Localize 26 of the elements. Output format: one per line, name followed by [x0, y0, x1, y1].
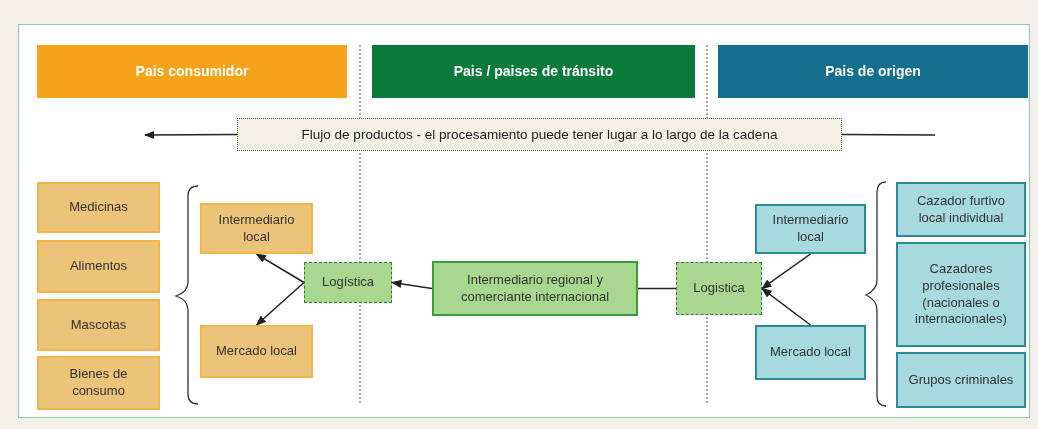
header-bar: Pais de origen: [718, 45, 1028, 98]
process-box: Logística: [304, 262, 392, 303]
process-box: Logistica: [676, 262, 762, 315]
process-box: Mercado local: [200, 325, 313, 378]
category-box: Medicinas: [37, 182, 160, 233]
category-box: Bienes de consumo: [37, 356, 160, 410]
category-box: Mascotas: [37, 299, 160, 351]
actor-box: Cazadores profesionales (nacionales o internacionales): [896, 242, 1026, 347]
arrow: [761, 253, 812, 290]
arrow: [255, 281, 305, 326]
connector-line: [841, 133, 936, 136]
process-box: Intermediario local: [200, 203, 313, 254]
category-box: Alimentos: [37, 240, 160, 293]
arrow: [143, 130, 238, 140]
actor-box: Grupos criminales: [896, 352, 1026, 408]
header-bar: Pais consumidor: [37, 45, 347, 98]
arrow: [390, 279, 433, 290]
process-box: Intermediario local: [755, 204, 866, 254]
process-box: Intermediario regional y comerciante internacional: [432, 261, 638, 316]
process-box: Mercado local: [755, 325, 866, 380]
arrow: [761, 287, 812, 326]
label-box: Flujo de productos - el procesamiento puede tener lugar a lo largo de la cadena: [237, 118, 842, 151]
actor-box: Cazador furtivo local individual: [896, 182, 1026, 237]
header-bar: Pais / paises de tránsito: [372, 45, 695, 98]
connector-line: [637, 287, 677, 290]
arrow: [255, 253, 305, 284]
